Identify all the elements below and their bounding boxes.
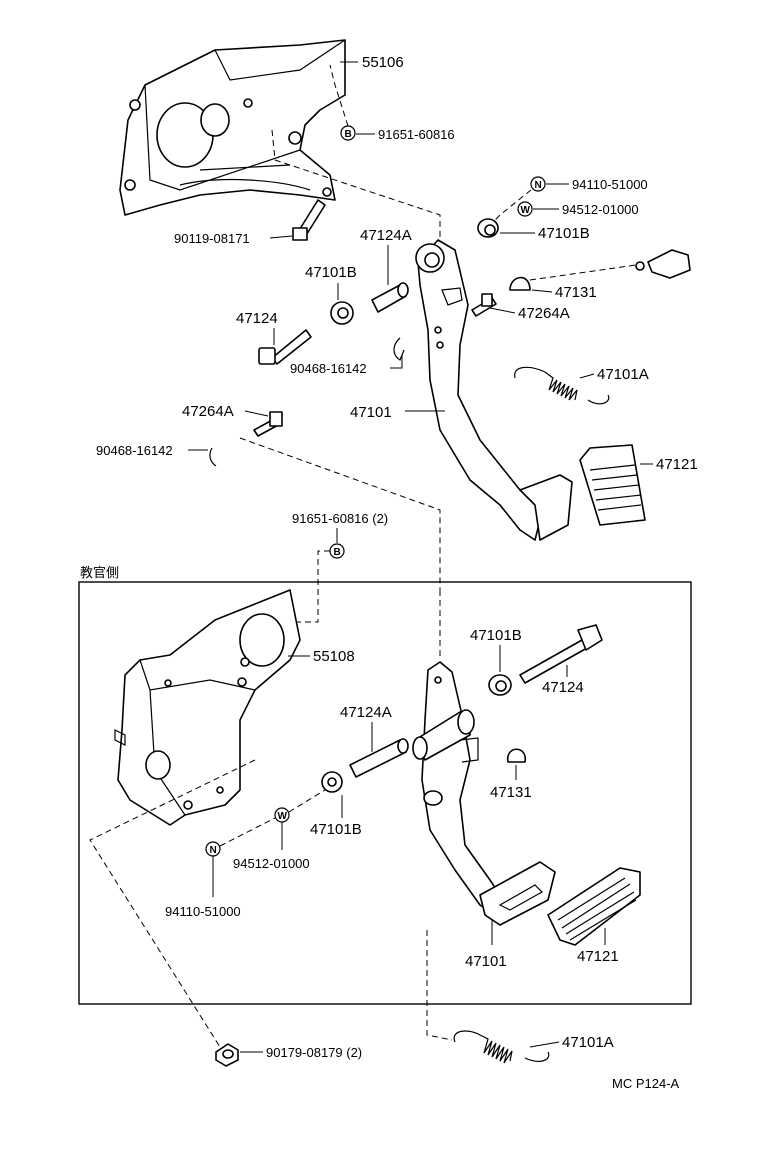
pad-47121-top <box>579 444 646 526</box>
label-94110-top: 94110-51000 <box>572 177 648 192</box>
svg-text:W: W <box>521 205 531 216</box>
label-47101b-box-bottom: 47101B <box>310 821 362 838</box>
label-91651-top: 91651-60816 <box>378 127 455 142</box>
stopper-47131-box <box>507 748 526 763</box>
label-47124-box: 47124 <box>542 679 584 696</box>
label-55108: 55108 <box>313 648 355 665</box>
stop-lamp-switch <box>635 249 691 279</box>
bolt-90119 <box>292 199 326 241</box>
label-90179: 90179-08179 (2) <box>266 1045 362 1060</box>
label-47264a-left: 47264A <box>182 403 234 420</box>
label-47124a-top: 47124A <box>360 227 412 244</box>
label-47101b-top-left: 47101B <box>305 264 357 281</box>
label-47121-top: 47121 <box>656 456 698 473</box>
svg-text:W: W <box>278 811 288 822</box>
section-title: 教官側 <box>80 565 119 580</box>
pedal-47101-box <box>412 661 556 926</box>
bracket-55108 <box>114 589 301 826</box>
figure-code: MC P124-A <box>612 1076 680 1091</box>
bushing-47101b-box-bottom <box>321 771 343 793</box>
label-47131-top: 47131 <box>555 284 597 301</box>
label-47131-box: 47131 <box>490 784 532 801</box>
bushing-47101b-top-right <box>477 218 499 238</box>
bolt-47264a-left <box>253 411 283 437</box>
bushing-47101b-top-left <box>330 301 354 325</box>
pad-47121-box <box>547 867 641 946</box>
label-47124-top: 47124 <box>236 310 278 327</box>
clip-90468-a <box>393 337 405 361</box>
badge-w-box: W <box>274 807 290 823</box>
nut-90179 <box>215 1043 239 1067</box>
label-91651-bottom: 91651-60816 (2) <box>292 511 388 526</box>
label-90468-a: 90468-16142 <box>290 361 367 376</box>
label-47124a-box: 47124A <box>340 704 392 721</box>
label-47101b-top-right: 47101B <box>538 225 590 242</box>
bushing-47101b-box-top <box>488 674 512 696</box>
badge-b-bottom: B <box>329 543 345 559</box>
label-55106: 55106 <box>362 54 404 71</box>
badge-n-top: N <box>530 176 546 192</box>
label-47101a-top: 47101A <box>597 366 649 383</box>
label-47101-top: 47101 <box>350 404 392 421</box>
clip-90468-b <box>209 447 217 467</box>
svg-text:N: N <box>210 845 217 856</box>
label-94512-box: 94512-01000 <box>233 856 310 871</box>
label-47121-box: 47121 <box>577 948 619 965</box>
instructor-side-box <box>78 581 692 1005</box>
collar-47124a-top <box>371 282 409 313</box>
spring-47101a-bottom <box>453 1030 550 1064</box>
badge-b-top: B <box>340 125 356 141</box>
collar-47124a-box <box>349 738 409 778</box>
label-47264a-right: 47264A <box>518 305 570 322</box>
label-94512-top: 94512-01000 <box>562 202 639 217</box>
stopper-47131-top <box>509 276 531 291</box>
spring-47101a-top <box>514 366 610 405</box>
bolt-47124-top <box>258 329 312 365</box>
label-90468-b: 90468-16142 <box>96 443 173 458</box>
badge-w-top: W <box>517 201 533 217</box>
bolt-47264a-right <box>471 293 497 317</box>
label-47101b-box-top: 47101B <box>470 627 522 644</box>
svg-text:N: N <box>535 180 542 191</box>
pedal-47101-top <box>415 239 573 541</box>
badge-n-box: N <box>205 841 221 857</box>
svg-text:B: B <box>334 547 341 558</box>
bracket-55106 <box>119 39 346 216</box>
label-47101a-bottom: 47101A <box>562 1034 614 1051</box>
bolt-47124-box <box>519 624 603 684</box>
label-94110-box: 94110-51000 <box>165 904 241 919</box>
label-90119: 90119-08171 <box>174 231 250 246</box>
label-47101-box: 47101 <box>465 953 507 970</box>
svg-text:B: B <box>345 129 352 140</box>
